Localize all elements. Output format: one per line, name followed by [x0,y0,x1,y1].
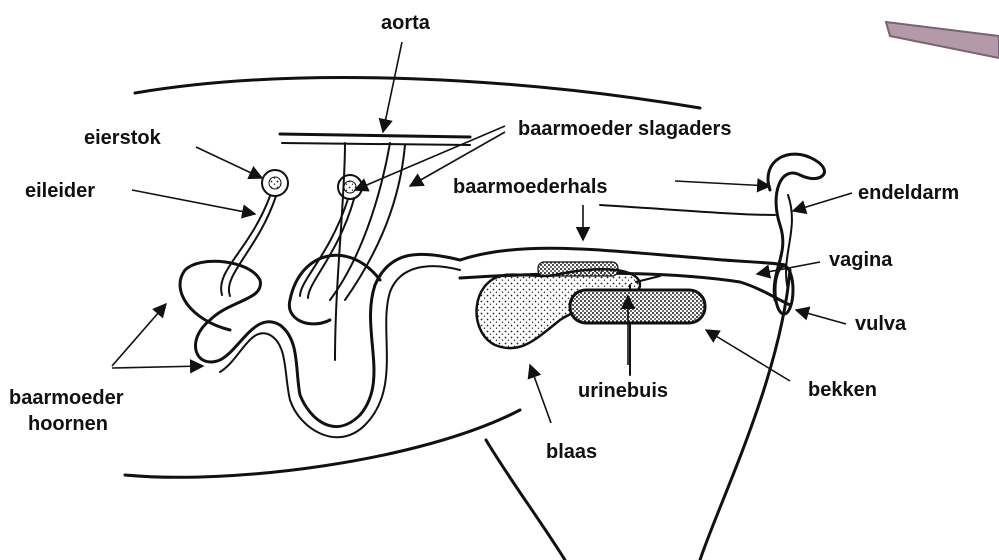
rectum-wall [600,205,775,215]
reproductive-tract-top [460,248,785,265]
pelvis [570,290,705,323]
uterine-horn-2 [289,255,380,324]
oviduct [300,199,348,296]
oviduct [308,199,354,298]
label-pelvis: bekken [808,379,877,401]
aorta-vessel-2 [282,143,470,145]
label-uterine-arteries: baarmoeder slagaders [518,118,731,140]
label-rectum: endeldarm [858,182,959,204]
label-uterine-horns-1: baarmoeder [9,387,124,409]
belly-line [125,410,520,477]
label-vulva: vulva [855,313,906,335]
label-aorta: aorta [381,12,430,34]
label-bladder: blaas [546,441,597,463]
back-line [135,78,700,108]
leg-outline-right [700,270,790,560]
aorta-vessel [280,134,470,137]
oviduct [221,196,270,295]
uterine-artery [345,145,405,300]
label-vagina: vagina [829,249,892,271]
corner-stroke [886,22,999,58]
label-urethra: urinebuis [578,380,668,402]
label-ovary: eierstok [84,127,161,149]
label-cervix: baarmoederhals [453,176,608,198]
uterine-artery [335,143,345,360]
label-oviduct: eileider [25,180,95,202]
pointer-arrows [112,42,852,423]
label-uterine-horns-2: hoornen [28,413,108,435]
